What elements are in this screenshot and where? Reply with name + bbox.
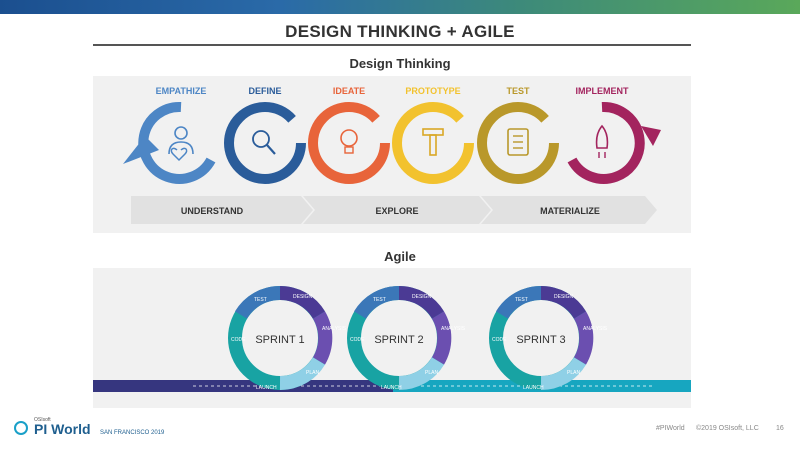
page-title: DESIGN THINKING + AGILE	[285, 22, 515, 41]
lightbulb-icon	[340, 129, 358, 154]
sprint-1-cycle: SPRINT 1 TEST DESIGN ANALYSIS PLAN CODE …	[228, 285, 347, 391]
sprint-2-label: SPRINT 2	[374, 334, 423, 346]
sprint-1-label: SPRINT 1	[255, 334, 304, 346]
phase-arrow-materialize	[481, 196, 657, 224]
phase-label-materialize: MATERIALIZE	[540, 206, 600, 216]
segment-test: TEST	[373, 297, 386, 303]
brand-name: PI World	[34, 421, 91, 437]
stage-label-test: TEST	[506, 86, 530, 96]
test-loop	[477, 102, 559, 184]
checklist-icon	[507, 128, 529, 156]
sprint-3-cycle: SPRINT 3 TEST DESIGN ANALYSIS PLAN CODE …	[489, 285, 608, 391]
segment-plan: PLAN	[567, 370, 580, 376]
stage-label-prototype: PROTOTYPE	[405, 86, 460, 96]
segment-analysis: ANALYSIS	[322, 326, 347, 332]
define-loop	[224, 102, 306, 184]
segment-analysis: ANALYSIS	[441, 326, 466, 332]
magnifier-icon	[252, 130, 276, 155]
stage-label-implement: IMPLEMENT	[576, 86, 630, 96]
piworld-logo: OSIsoft PI World SAN FRANCISCO 2019	[12, 414, 172, 442]
segment-plan: PLAN	[306, 370, 319, 376]
segment-analysis: ANALYSIS	[583, 326, 608, 332]
segment-design: DESIGN	[412, 294, 432, 300]
sprint-3-launch: LAUNCH	[523, 385, 544, 391]
phase-label-understand: UNDERSTAND	[181, 206, 244, 216]
title-divider	[93, 44, 691, 46]
agile-heading: Agile	[384, 249, 416, 264]
sprint-1-launch: LAUNCH	[256, 385, 277, 391]
footer-copyright: ©2019 OSIsoft, LLC	[696, 425, 759, 432]
segment-code: CODE	[231, 337, 246, 343]
design-thinking-heading: Design Thinking	[349, 56, 451, 71]
segment-code: CODE	[350, 337, 365, 343]
phase-arrow-explore	[303, 196, 491, 224]
phase-label-explore: EXPLORE	[375, 206, 418, 216]
segment-design: DESIGN	[554, 294, 574, 300]
stage-label-ideate: IDEATE	[333, 86, 365, 96]
rocket-icon	[595, 124, 609, 158]
hammer-icon	[422, 128, 444, 156]
segment-design: DESIGN	[293, 294, 313, 300]
stage-label-empathize: EMPATHIZE	[156, 86, 207, 96]
page-number: 16	[776, 425, 784, 432]
phase-arrow-understand	[131, 196, 313, 224]
segment-test: TEST	[515, 297, 528, 303]
design-thinking-panel: EMPATHIZE DEFINE IDEATE PROTOTYPE TEST I…	[93, 76, 691, 233]
brand-location: SAN FRANCISCO 2019	[100, 430, 165, 436]
header-banner	[0, 0, 800, 14]
empathize-loop	[123, 101, 216, 184]
agile-diagram: SPRINT 1 TEST DESIGN ANALYSIS PLAN CODE …	[93, 285, 691, 392]
stage-label-define: DEFINE	[248, 86, 281, 96]
empathize-icon	[168, 126, 194, 162]
sprint-2-cycle: SPRINT 2 TEST DESIGN ANALYSIS PLAN CODE …	[347, 285, 466, 391]
agile-panel: SPRINT 1 TEST DESIGN ANALYSIS PLAN CODE …	[93, 268, 691, 408]
segment-code: CODE	[492, 337, 507, 343]
footer-hashtag: #PIWorld	[656, 425, 685, 432]
sprint-3-label: SPRINT 3	[516, 334, 565, 346]
design-thinking-diagram: EMPATHIZE DEFINE IDEATE PROTOTYPE TEST I…	[123, 86, 661, 224]
sprint-2-launch: LAUNCH	[381, 385, 402, 391]
implement-loop	[567, 101, 661, 184]
brand-small: OSIsoft	[34, 417, 51, 423]
prototype-loop	[392, 102, 474, 184]
segment-test: TEST	[254, 297, 267, 303]
segment-plan: PLAN	[425, 370, 438, 376]
piworld-swirl-icon	[14, 421, 28, 435]
ideate-loop	[308, 102, 390, 184]
